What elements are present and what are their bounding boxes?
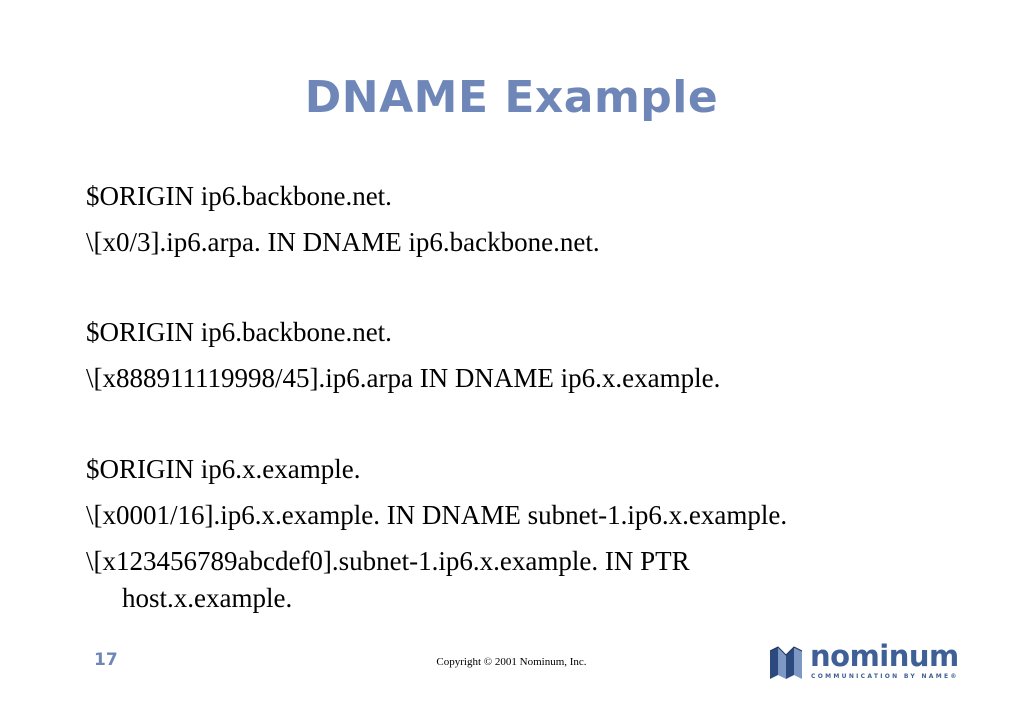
code-line: \[x0001/16].ip6.x.example. IN DNAME subn… (86, 500, 788, 530)
copyright-notice: Copyright © 2001 Nominum, Inc. (436, 656, 587, 668)
code-line: \[x888911119998/45].ip6.arpa IN DNAME ip… (86, 363, 721, 393)
logo-tagline: COMMUNICATION BY NAME® (811, 673, 959, 680)
code-line: $ORIGIN ip6.x.example. (86, 454, 361, 484)
nominum-logo-icon (769, 646, 803, 679)
slide-title: DNAME Example (304, 72, 719, 123)
code-line: \[x123456789abcdef0].subnet-1.ip6.x.exam… (86, 546, 690, 576)
page-number: 17 (94, 650, 118, 670)
code-line: $ORIGIN ip6.backbone.net. (86, 317, 392, 347)
logo-wordmark: nominum (810, 639, 959, 673)
code-line-continuation: host.x.example. (122, 583, 293, 613)
code-line: \[x0/3].ip6.arpa. IN DNAME ip6.backbone.… (86, 227, 600, 257)
code-line: $ORIGIN ip6.backbone.net. (86, 181, 392, 211)
nominum-logo: nominum COMMUNICATION BY NAME® (768, 639, 959, 685)
